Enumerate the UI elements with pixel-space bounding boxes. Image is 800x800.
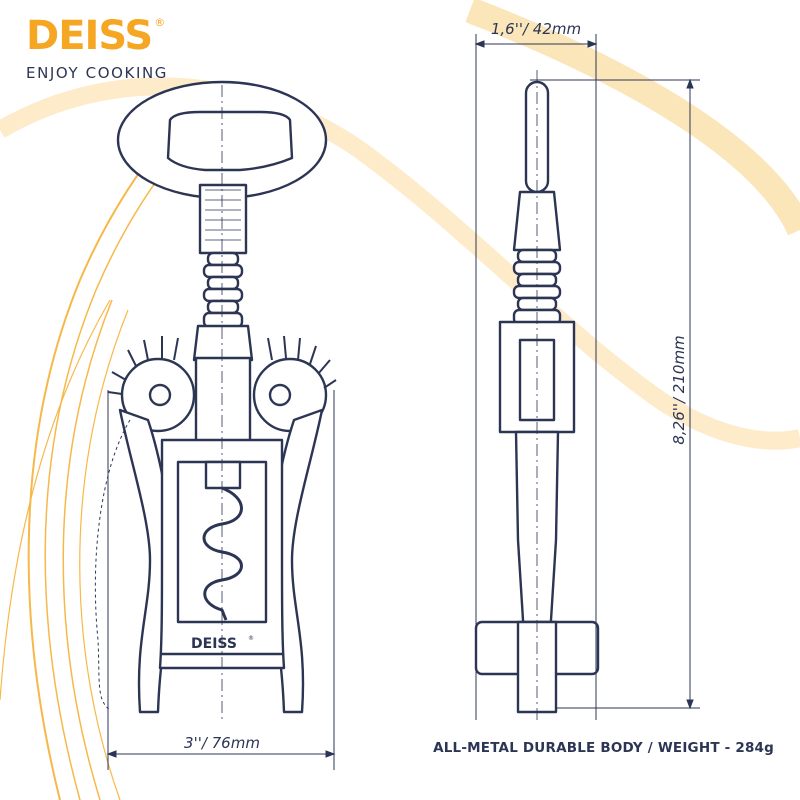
height-dimension-label: 8,26''/ 210mm	[670, 335, 688, 444]
side-shaft	[512, 190, 562, 252]
handle-shaft	[198, 183, 248, 255]
product-stamp: DEISS	[191, 636, 237, 652]
open-lever-ghost	[94, 419, 131, 711]
product-stamp-mark: ®	[248, 635, 254, 642]
right-pivot	[268, 383, 292, 407]
brand-tagline: ENJOY COOKING	[26, 64, 169, 82]
side-view	[474, 70, 600, 724]
left-pivot	[148, 383, 172, 407]
handle-opening	[166, 110, 294, 172]
worm-collar	[204, 460, 242, 490]
screw-threads	[202, 251, 244, 329]
gear-teeth	[107, 335, 337, 395]
dimension-lines	[106, 34, 700, 770]
body-head	[192, 324, 254, 362]
width-dimension-label: 3''/ 76mm	[184, 734, 260, 752]
brand-logo: DEISS®	[26, 14, 168, 58]
brand-registered-mark: ®	[154, 16, 166, 29]
brand-block: DEISS® ENJOY COOKING	[26, 14, 168, 82]
shaft-hatching	[205, 189, 241, 241]
depth-dimension-label: 1,6''/ 42mm	[491, 20, 581, 38]
front-view	[94, 80, 337, 720]
product-caption: ALL-METAL DURABLE BODY / WEIGHT - 284g	[433, 740, 774, 756]
brand-logo-text: DEISS	[26, 13, 153, 59]
